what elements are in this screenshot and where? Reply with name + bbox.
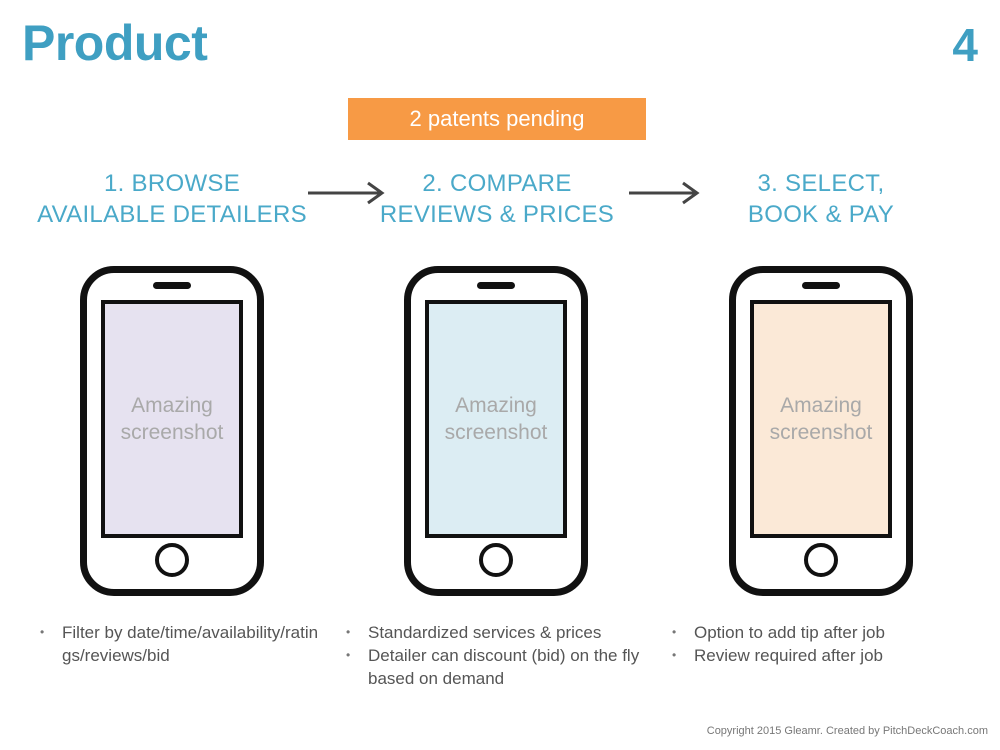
step-1-title-line1: 1. BROWSE <box>103 170 241 197</box>
step-3-title: 3. SELECT, BOOK & PAY <box>661 168 981 230</box>
phone-speaker <box>802 282 840 289</box>
step-3-bullets: Option to add tip after job Review requi… <box>664 621 964 667</box>
home-button-icon <box>804 543 838 577</box>
list-item: Review required after job <box>664 644 964 667</box>
screen-placeholder-line2: screenshot <box>444 421 548 444</box>
step-1-title: 1. BROWSE AVAILABLE DETAILERS <box>12 168 332 230</box>
list-item: Standardized services & prices <box>338 621 648 644</box>
phone-1: Amazing screenshot <box>80 266 264 596</box>
step-3-title-line2: BOOK & PAY <box>747 201 895 228</box>
step-2-title-line2: REVIEWS & PRICES <box>379 201 615 228</box>
phone-2-screen: Amazing screenshot <box>425 300 567 538</box>
slide-number: 4 <box>952 19 978 71</box>
step-2-title-line1: 2. COMPARE <box>422 170 572 197</box>
screen-placeholder-line2: screenshot <box>769 421 873 444</box>
screen-placeholder-line2: screenshot <box>120 421 224 444</box>
step-2-bullets: Standardized services & prices Detailer … <box>338 621 648 690</box>
screen-placeholder-line1: Amazing <box>455 394 537 417</box>
step-1-title-line2: AVAILABLE DETAILERS <box>37 201 307 228</box>
screen-placeholder-line1: Amazing <box>131 394 213 417</box>
arrow-right-icon <box>308 181 385 205</box>
arrow-right-icon <box>629 181 700 205</box>
list-item: Detailer can discount (bid) on the fly b… <box>338 644 648 690</box>
list-item: Filter by date/time/availability/ratings… <box>32 621 322 667</box>
copyright-text: Copyright 2015 Gleamr. Created by PitchD… <box>706 725 988 737</box>
phone-1-screen: Amazing screenshot <box>101 300 243 538</box>
phone-speaker <box>477 282 515 289</box>
page-title: Product <box>22 15 208 71</box>
phone-3-screen: Amazing screenshot <box>750 300 892 538</box>
list-item: Option to add tip after job <box>664 621 964 644</box>
phone-2: Amazing screenshot <box>404 266 588 596</box>
step-2-title: 2. COMPARE REVIEWS & PRICES <box>337 168 657 230</box>
step-1-bullets: Filter by date/time/availability/ratings… <box>32 621 322 667</box>
phone-3: Amazing screenshot <box>729 266 913 596</box>
patents-pending-banner: 2 patents pending <box>348 98 646 140</box>
screen-placeholder-line1: Amazing <box>780 394 862 417</box>
phone-speaker <box>153 282 191 289</box>
step-3-title-line1: 3. SELECT, <box>757 170 885 197</box>
home-button-icon <box>479 543 513 577</box>
home-button-icon <box>155 543 189 577</box>
